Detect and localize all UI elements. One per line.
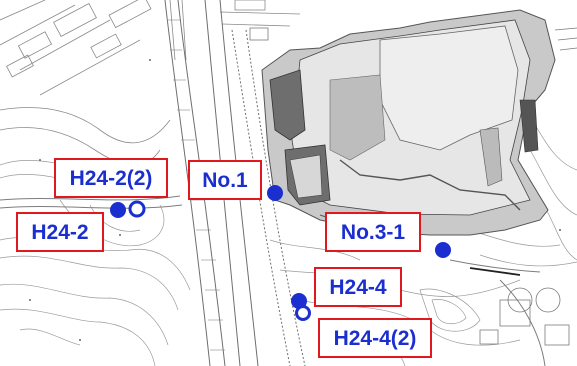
marker-h24-2-2[interactable] (128, 200, 146, 218)
label-h24-2-2: H24-2(2) (54, 158, 168, 198)
marker-no-1[interactable] (267, 185, 283, 201)
borehole-markers (110, 185, 451, 321)
marker-no-3-1[interactable] (435, 242, 451, 258)
urban-blocks (0, 0, 301, 166)
marker-h24-4-2[interactable] (295, 305, 311, 321)
label-no-1: No.1 (188, 160, 262, 200)
roads (0, 195, 546, 366)
facility-footprint (261, 9, 556, 236)
label-no-3-1: No.3-1 (325, 212, 421, 252)
marker-h24-2[interactable] (110, 202, 126, 218)
small-structures (249, 27, 577, 346)
label-h24-4-2: H24-4(2) (318, 318, 432, 358)
label-h24-4: H24-4 (314, 267, 402, 307)
label-h24-2: H24-2 (16, 212, 104, 252)
